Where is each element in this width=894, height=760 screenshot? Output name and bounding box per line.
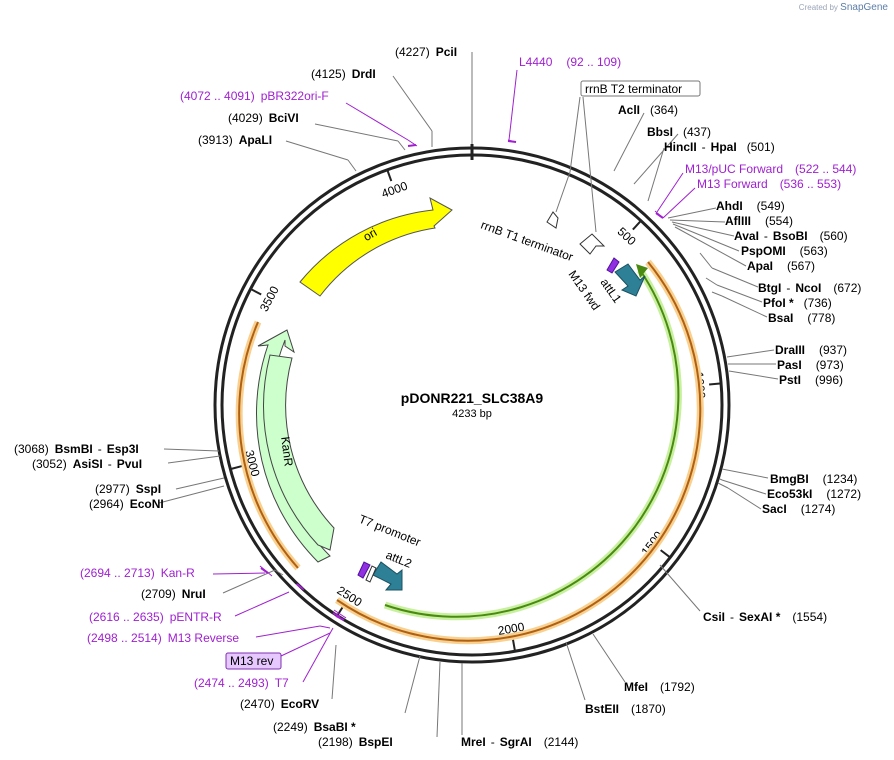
primer-m13puc: M13/pUC Forward(522 .. 544) bbox=[685, 162, 856, 176]
primer-t7: (2474 .. 2493)T7 bbox=[194, 676, 289, 690]
insert-green bbox=[384, 269, 680, 618]
rrnb-t2-label: rrnB T2 terminator bbox=[585, 82, 682, 96]
primer-labels: L4440(92 .. 109) (4072 .. 4091)pBR322ori… bbox=[80, 55, 856, 690]
watermark-prefix: Created by bbox=[798, 3, 838, 12]
rrnb-t1-terminator bbox=[579, 233, 606, 255]
watermark-brand: SnapGene bbox=[840, 2, 888, 13]
site-pci1: (4227)PciI bbox=[395, 45, 457, 59]
rrnb-t1-label: rrnB T1 terminator bbox=[479, 218, 575, 264]
tick-mark bbox=[386, 170, 393, 182]
attl2-feature bbox=[372, 561, 403, 591]
site-leaders bbox=[158, 52, 779, 738]
site-psti: PstI(996) bbox=[779, 373, 843, 387]
primer-m13rev-box bbox=[225, 652, 282, 670]
attl1-feature bbox=[614, 263, 646, 297]
rrnb-t2-terminator bbox=[546, 211, 559, 229]
m13fwd-label: M13 fwd bbox=[566, 268, 603, 313]
insert-green-glow bbox=[383, 268, 682, 621]
tick-label: 3500 bbox=[257, 283, 282, 313]
rrnb-t2-box bbox=[580, 80, 701, 97]
site-ecorv: (2470)EcoRV bbox=[240, 697, 319, 711]
ori-label: ori bbox=[361, 225, 380, 244]
kanr-label: KanR bbox=[278, 436, 296, 468]
site-hincii: HincII-HpaI(501) bbox=[664, 140, 775, 154]
site-labels: (4227)PciI (4125)DrdI (4029)BciVI (3913)… bbox=[14, 45, 861, 749]
tick-mark bbox=[632, 220, 642, 231]
site-bbsi: BbsI(437) bbox=[647, 125, 711, 139]
primer-l4440: L4440(92 .. 109) bbox=[519, 55, 621, 69]
kanr-body bbox=[263, 354, 335, 551]
m13rev-primer-mark bbox=[357, 561, 371, 579]
plasmid-length: 4233 bp bbox=[452, 408, 492, 420]
site-drdi: (4125)DrdI bbox=[311, 67, 376, 81]
site-asisi: (3052)AsiSI-PvuI bbox=[32, 457, 142, 471]
site-apali: (3913)ApaLI bbox=[198, 133, 272, 147]
insert-orange-left bbox=[238, 321, 299, 569]
m13fwd-primer-mark bbox=[606, 257, 620, 274]
plasmid-name: pDONR221_SLC38A9 bbox=[401, 390, 544, 406]
site-ahdi: AhdI(549) bbox=[716, 199, 785, 213]
tick-mark bbox=[250, 288, 262, 296]
t7-promoter-label: T7 promoter bbox=[357, 512, 423, 549]
site-sspi: (2977)SspI bbox=[95, 482, 161, 496]
primer-kanr: (2694 .. 2713)Kan-R bbox=[80, 566, 195, 580]
primer-pbr322ori: (4072 .. 4091)pBR322ori-F bbox=[180, 89, 329, 103]
site-bcivi: (4029)BciVI bbox=[228, 111, 299, 125]
ori-feature bbox=[299, 197, 453, 297]
primer-m13fwd: M13 Forward(536 .. 553) bbox=[697, 177, 841, 191]
site-mfei: MfeI(1792) bbox=[624, 680, 695, 694]
tick-mark bbox=[660, 549, 670, 558]
insert-orange bbox=[336, 261, 702, 642]
site-avai: AvaI-BsoBI(560) bbox=[734, 229, 848, 243]
site-afliii: AflIII(554) bbox=[725, 214, 793, 228]
site-acli: AclI(364) bbox=[618, 103, 678, 117]
primer-leaders bbox=[212, 69, 696, 683]
site-pspomi: PspOMI(563) bbox=[741, 244, 828, 258]
site-saci: SacI(1274) bbox=[762, 502, 835, 516]
site-bsabi: (2249)BsaBI * bbox=[273, 720, 356, 734]
tick-mark bbox=[511, 639, 516, 651]
site-bsteii: BstEII(1870) bbox=[585, 702, 666, 716]
site-apai: ApaI(567) bbox=[747, 259, 815, 273]
primer-m13rev-boxlabel: M13 rev bbox=[230, 654, 273, 668]
site-bmgbi: BmgBI(1234) bbox=[770, 472, 857, 486]
insert-green-head bbox=[636, 264, 648, 278]
site-bsai: BsaI(778) bbox=[768, 311, 835, 325]
site-bspei: (2198)BspEI bbox=[318, 735, 393, 749]
primer-marks bbox=[260, 140, 664, 621]
primer-m13rev: (2498 .. 2514)M13 Reverse bbox=[87, 631, 239, 645]
primer-pentr: (2616 .. 2635)pENTR-R bbox=[89, 610, 222, 624]
site-econi: (2964)EcoNI bbox=[89, 497, 164, 511]
site-btgi: BtgI-NcoI(672) bbox=[758, 281, 861, 295]
tick-mark bbox=[709, 382, 721, 386]
tick-label: 4000 bbox=[379, 179, 409, 201]
site-eco53ki: Eco53kI(1272) bbox=[767, 487, 861, 501]
site-csii: CsiI-SexAI *(1554) bbox=[703, 610, 827, 624]
site-mrei: MreI-SgrAI(2144) bbox=[461, 735, 578, 749]
site-pasi: PasI(973) bbox=[777, 358, 844, 372]
site-draiii: DraIII(937) bbox=[775, 343, 847, 357]
tick-mark bbox=[231, 465, 243, 470]
site-bsmbi: (3068)BsmBI-Esp3I bbox=[14, 442, 139, 456]
site-nrui: (2709)NruI bbox=[141, 587, 206, 601]
t7-promoter-arrow bbox=[365, 565, 377, 583]
site-pfoi: PfoI *(736) bbox=[763, 296, 832, 310]
snapgene-watermark: Created by SnapGene bbox=[799, 2, 888, 13]
